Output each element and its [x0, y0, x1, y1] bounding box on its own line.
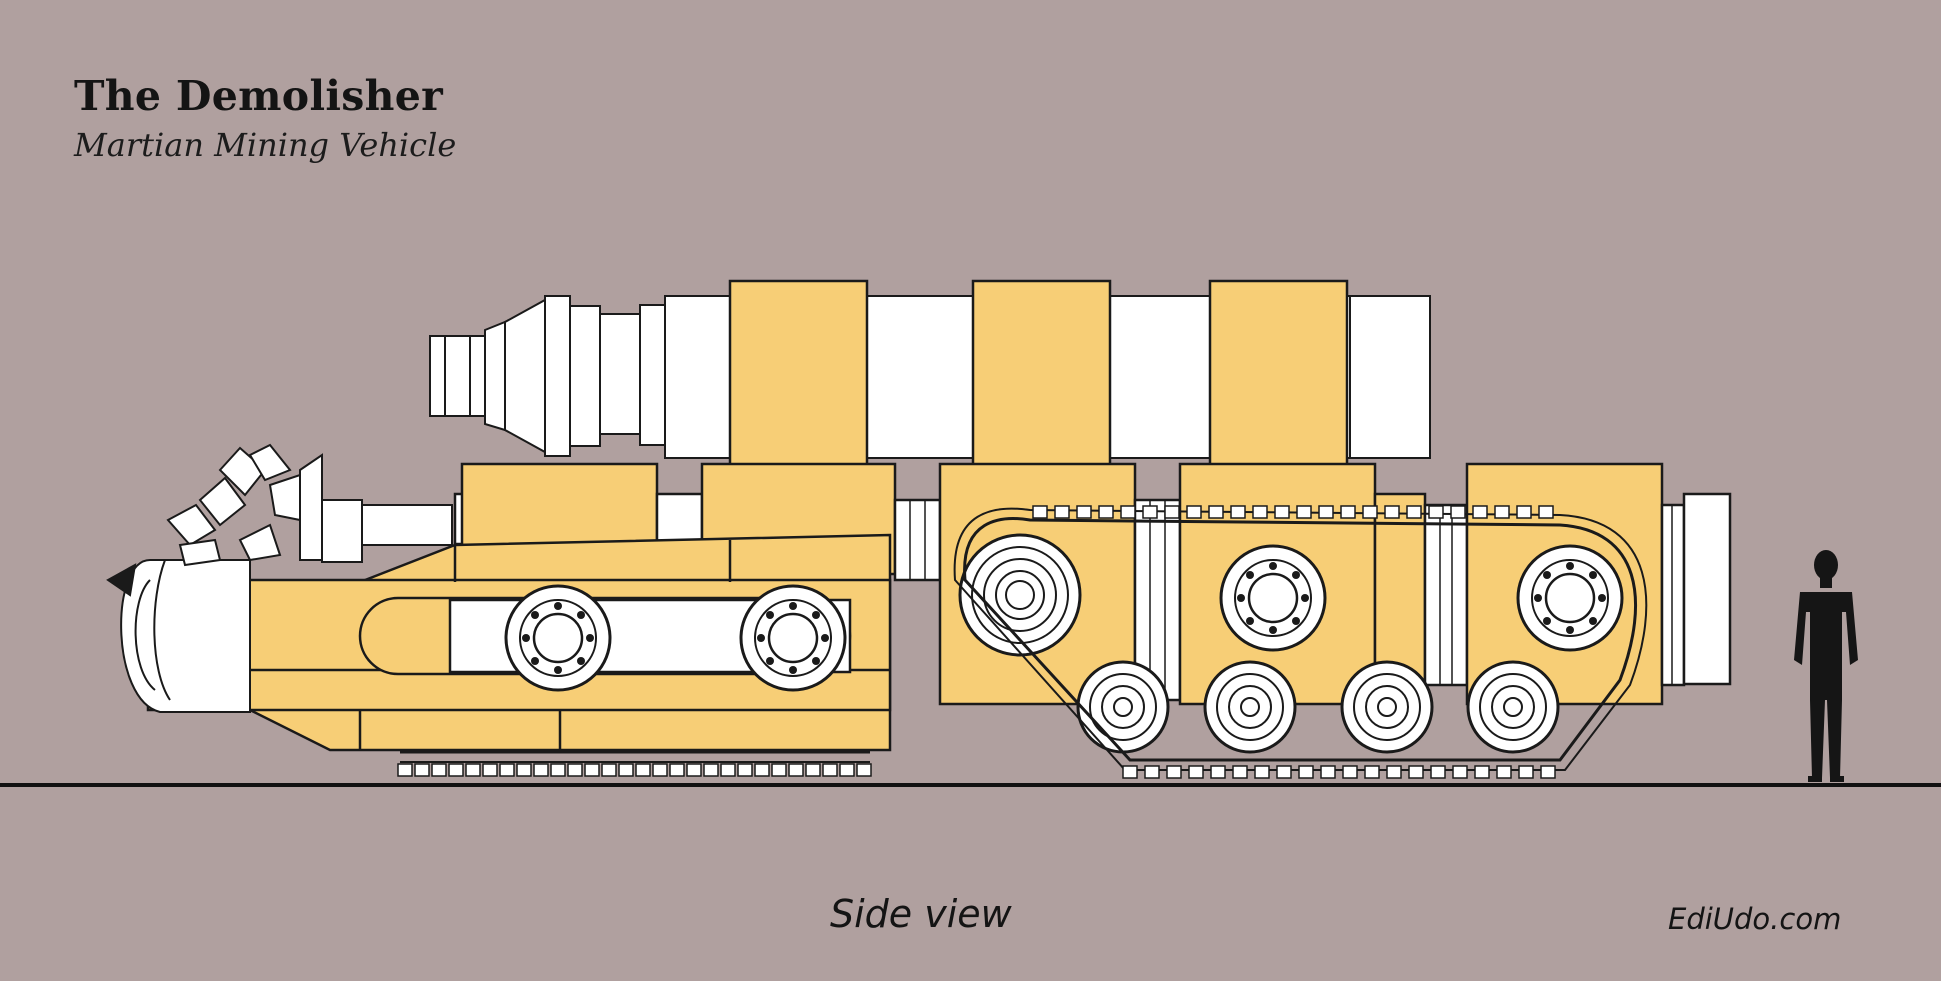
track-shoe: [805, 763, 821, 777]
view-caption: Side view: [830, 892, 1012, 936]
track-shoe: [1032, 505, 1048, 519]
track-shoe: [567, 763, 583, 777]
track-shoe: [720, 763, 736, 777]
track-shoe: [1298, 765, 1314, 779]
track-shoe: [771, 763, 787, 777]
track-shoe: [533, 763, 549, 777]
track-shoe: [1122, 765, 1138, 779]
credit-link[interactable]: EdiUdo.com: [1668, 902, 1842, 936]
human-silhouette-icon: [1794, 550, 1858, 782]
track-shoe: [1252, 505, 1268, 519]
track-shoe: [584, 763, 600, 777]
track-shoe: [1054, 505, 1070, 519]
track-shoe: [788, 763, 804, 777]
track-shoe: [1342, 765, 1358, 779]
track-shoe: [652, 763, 668, 777]
track-shoe: [448, 763, 464, 777]
track-shoe: [1276, 765, 1292, 779]
track-shoe: [1406, 505, 1422, 519]
track-shoe: [1076, 505, 1092, 519]
track-shoe: [839, 763, 855, 777]
track-shoe: [686, 763, 702, 777]
track-shoe: [1518, 765, 1534, 779]
connector-ribs: [909, 500, 1673, 700]
track-shoe: [499, 763, 515, 777]
track-shoe: [516, 763, 532, 777]
track-shoe: [1496, 765, 1512, 779]
drill-head-icon: [106, 443, 453, 713]
track-shoe: [618, 763, 634, 777]
track-shoe: [1210, 765, 1226, 779]
track-wheel-icon: [1340, 660, 1434, 754]
track-shoe: [822, 763, 838, 777]
track-shoe: [1318, 505, 1334, 519]
track-shoe: [414, 763, 430, 777]
track-shoe: [1474, 765, 1490, 779]
track-shoe: [1208, 505, 1224, 519]
track-shoe: [1144, 765, 1160, 779]
track-shoe: [1472, 505, 1488, 519]
track-shoe: [1230, 505, 1246, 519]
track-shoe: [1188, 765, 1204, 779]
track-wheel-icon: [1219, 544, 1327, 652]
track-shoe: [737, 763, 753, 777]
track-shoe: [1540, 765, 1556, 779]
track-shoe: [1386, 765, 1402, 779]
track-shoe: [1120, 505, 1136, 519]
track-shoe: [1274, 505, 1290, 519]
track-shoe: [669, 763, 685, 777]
track-shoe: [1164, 505, 1180, 519]
track-wheel-icon: [739, 584, 847, 692]
track-shoe: [703, 763, 719, 777]
track-shoe: [601, 763, 617, 777]
track-shoe: [856, 763, 872, 777]
track-shoe: [1320, 765, 1336, 779]
barrel-armor-bands: [728, 279, 1349, 469]
track-shoe: [1408, 765, 1424, 779]
track-shoe: [1362, 505, 1378, 519]
track-shoe: [1538, 505, 1554, 519]
track-shoe: [1142, 505, 1158, 519]
track-shoe: [1384, 505, 1400, 519]
track-shoe: [1254, 765, 1270, 779]
track-shoe: [1098, 505, 1114, 519]
track-wheel-icon: [1203, 660, 1297, 754]
track-shoe: [754, 763, 770, 777]
track-shoe: [482, 763, 498, 777]
track-shoe: [550, 763, 566, 777]
track-shoe: [1494, 505, 1510, 519]
track-shoe: [635, 763, 651, 777]
track-shoe: [1430, 765, 1446, 779]
track-wheel-icon: [1516, 544, 1624, 652]
track-shoe: [465, 763, 481, 777]
track-wheel-icon: [1076, 660, 1170, 754]
front-track: [397, 750, 872, 777]
track-shoe: [1364, 765, 1380, 779]
track-shoe: [397, 763, 413, 777]
track-shoe: [1340, 505, 1356, 519]
track-shoe: [1166, 765, 1182, 779]
track-shoe: [1516, 505, 1532, 519]
track-shoe: [1450, 505, 1466, 519]
rear-track-assembly: [953, 505, 1648, 779]
page-subtitle: Martian Mining Vehicle: [74, 126, 457, 164]
track-wheel-icon: [504, 584, 612, 692]
track-shoe: [1232, 765, 1248, 779]
page-title: The Demolisher: [74, 72, 443, 120]
track-shoe: [1428, 505, 1444, 519]
track-shoe: [1186, 505, 1202, 519]
track-shoe: [1296, 505, 1312, 519]
track-shoe: [1452, 765, 1468, 779]
track-shoe: [431, 763, 447, 777]
track-wheel-icon: [1466, 660, 1560, 754]
